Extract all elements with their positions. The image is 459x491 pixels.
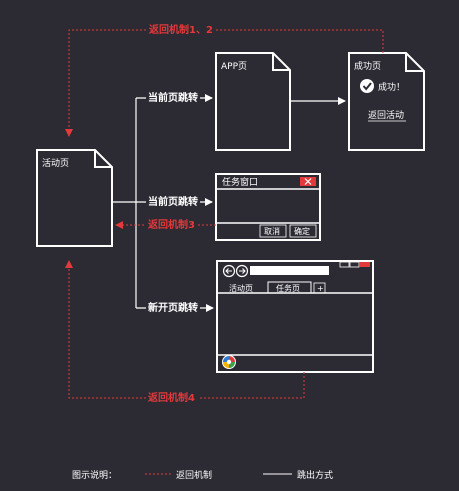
- app-page: APP页: [215, 52, 291, 151]
- label-bg: [147, 22, 215, 37]
- tab-activity-label: 活动页: [229, 283, 253, 293]
- return-bottom: [65, 260, 305, 399]
- task-window: 任务窗口 取消 确定: [215, 173, 321, 241]
- return-mechanism-bottom-label: 返回机制4: [148, 391, 195, 404]
- confirm-button-label: 确定: [294, 226, 310, 236]
- address-bar[interactable]: [250, 266, 329, 275]
- confirm-button[interactable]: 确定: [289, 224, 317, 238]
- tab-task-label: 任务页: [276, 283, 300, 293]
- label-bg: [146, 300, 200, 314]
- legend-return-label: 返回机制: [176, 469, 212, 481]
- browser-logo-icon: [222, 355, 236, 369]
- label-bg: [146, 217, 198, 231]
- current-jump-label-2: 当前页跳转: [148, 195, 198, 208]
- activity-page-title: 活动页: [42, 157, 69, 169]
- close-icon[interactable]: [300, 177, 316, 186]
- label-bg: [146, 194, 200, 208]
- label-bg: [146, 390, 198, 405]
- close-icon[interactable]: [360, 262, 370, 267]
- browser-window: 活动页 任务页 +: [216, 260, 374, 373]
- forward-arrow-icon[interactable]: [235, 264, 249, 278]
- label-bg: [146, 90, 200, 104]
- check-circle-icon: [360, 79, 374, 93]
- new-page-jump-label: 新开页跳转: [148, 301, 198, 314]
- return-activity-link[interactable]: 返回活动: [368, 109, 404, 121]
- success-page: 成功页 成功！ 返回活动: [348, 52, 425, 151]
- minimize-icon[interactable]: [339, 261, 350, 268]
- legend-title: 图示说明：: [72, 469, 117, 481]
- task-window-title: 任务窗口: [222, 176, 258, 188]
- current-jump-label-1: 当前页跳转: [148, 91, 198, 104]
- return-mechanism-top-label: 返回机制1、2: [149, 23, 213, 36]
- return-top: [65, 29, 384, 137]
- cancel-button-label: 取消: [264, 226, 280, 236]
- cancel-button[interactable]: 取消: [259, 224, 287, 238]
- legend: 图示说明： 返回机制 跳出方式: [72, 469, 333, 481]
- back-arrow-icon[interactable]: [222, 264, 236, 278]
- app-page-title: APP页: [221, 61, 247, 72]
- activity-page: 活动页: [36, 149, 113, 247]
- success-page-title: 成功页: [354, 60, 381, 72]
- return-connectors: [65, 29, 384, 399]
- new-tab-button[interactable]: +: [313, 282, 326, 294]
- new-tab-label: +: [317, 284, 324, 293]
- maximize-icon[interactable]: [349, 261, 360, 268]
- tab-activity[interactable]: 活动页: [229, 283, 253, 293]
- tab-task[interactable]: 任务页: [267, 281, 312, 293]
- success-message: 成功！: [378, 81, 405, 93]
- return-mechanism-middle-label: 返回机制3: [148, 218, 195, 231]
- legend-jump-label: 跳出方式: [297, 469, 333, 481]
